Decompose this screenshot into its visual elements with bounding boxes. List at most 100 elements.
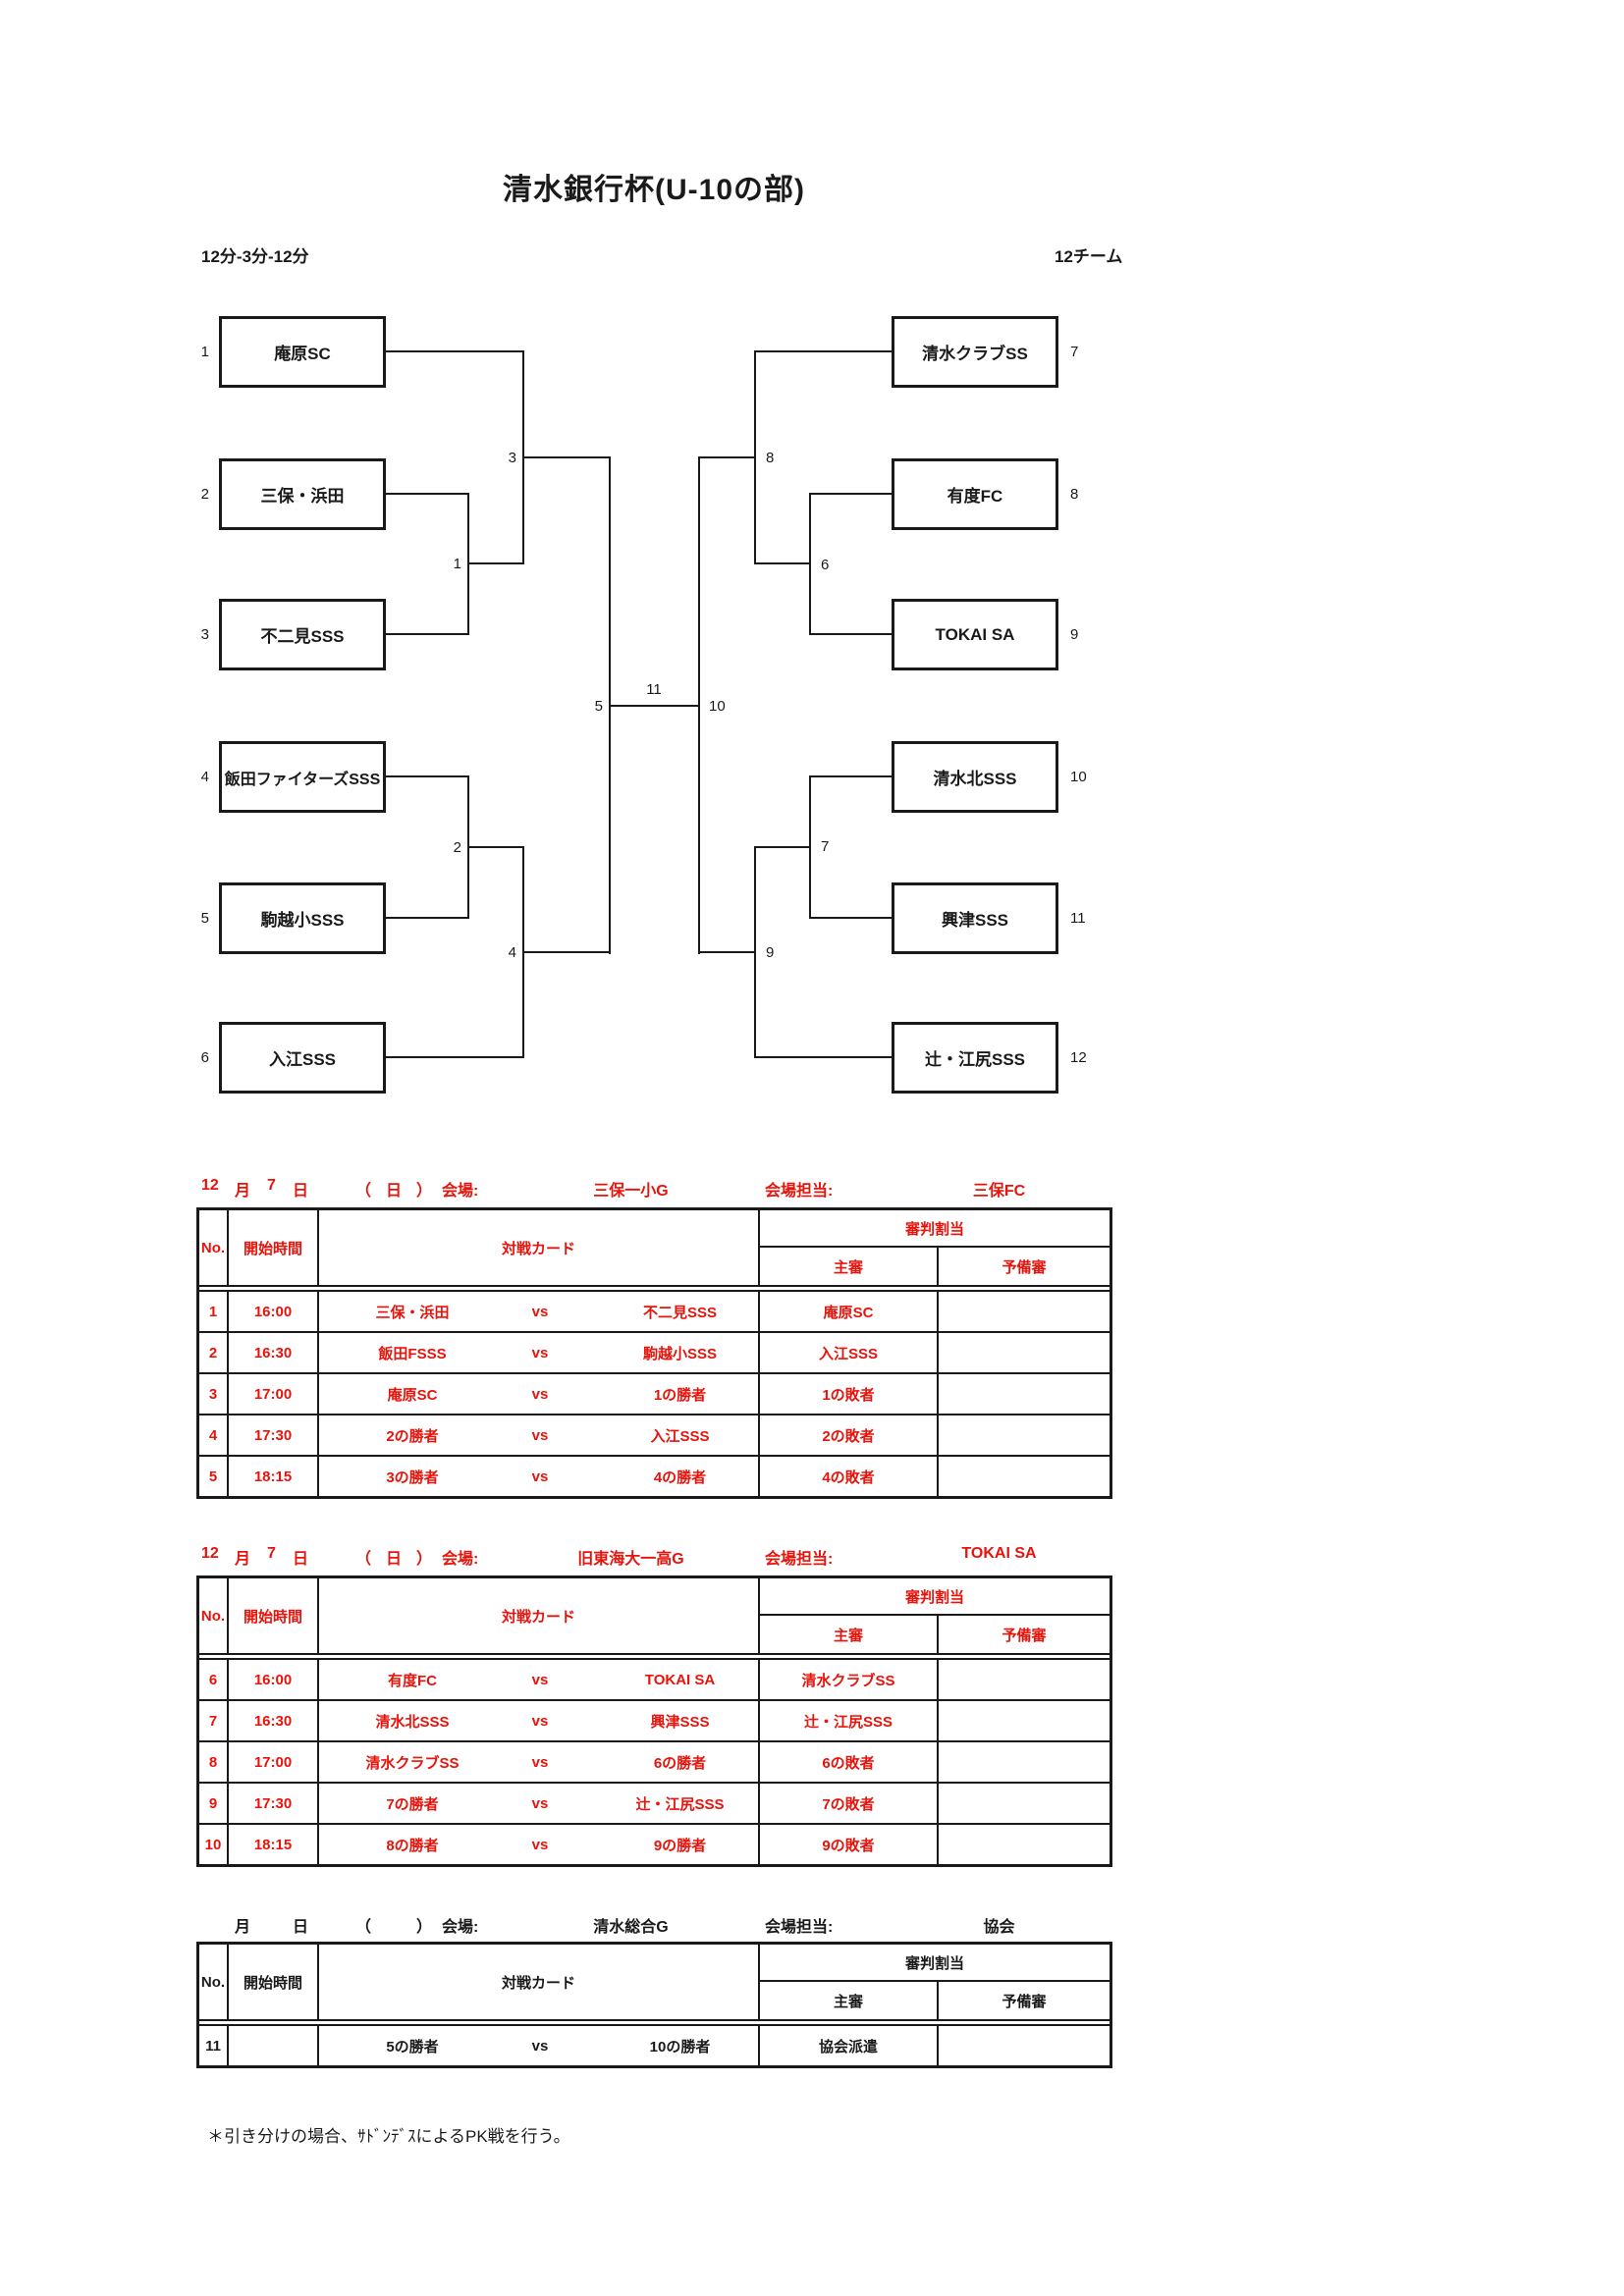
cell-no: 2 <box>199 1333 229 1372</box>
header-time: 開始時間 <box>229 1578 319 1653</box>
bracket-line <box>386 493 468 495</box>
bracket-line <box>467 562 523 564</box>
cell-reserve-referee <box>939 1292 1110 1331</box>
match-number: 9 <box>766 943 775 961</box>
cell-reserve-referee <box>939 1742 1110 1782</box>
cell-reserve-referee <box>939 1333 1110 1372</box>
cell-reserve-referee <box>939 1825 1110 1864</box>
bracket-line <box>755 562 811 564</box>
bracket-line <box>386 775 468 777</box>
seed-number: 5 <box>200 909 209 927</box>
cell-vs: vs <box>531 1712 549 1730</box>
team-box: 庵原SC <box>219 316 386 388</box>
cell-team1: 飯田FSSS <box>378 1345 447 1362</box>
header-divider <box>199 1285 1110 1292</box>
caption-day: 日 <box>293 1919 309 1936</box>
cell-card: 飯田FSSS vs 駒越小SSS <box>319 1333 760 1372</box>
bracket-line <box>386 917 468 919</box>
cell-time: 17:00 <box>229 1742 319 1782</box>
match-number: 5 <box>594 697 603 715</box>
team-box: 不二見SSS <box>219 599 386 670</box>
seed-number: 11 <box>1070 909 1086 927</box>
caption-venue-label: 会場: <box>442 1183 479 1200</box>
header-time: 開始時間 <box>229 1945 319 2019</box>
cell-no: 7 <box>199 1701 229 1740</box>
seed-number: 3 <box>200 625 209 643</box>
bracket-line <box>755 1056 892 1058</box>
cell-team1: 5の勝者 <box>386 2038 439 2056</box>
cell-team2: 6の勝者 <box>653 1754 707 1772</box>
match-number: 10 <box>709 697 726 715</box>
caption-manager: 協会 <box>983 1919 1015 1936</box>
header-time: 開始時間 <box>229 1210 319 1285</box>
cell-team2: TOKAI SA <box>644 1671 716 1688</box>
caption-manager-label: 会場担当: <box>765 1919 834 1936</box>
team-box: TOKAI SA <box>892 599 1058 670</box>
cell-chief-referee: 1の敗者 <box>760 1374 939 1414</box>
cell-reserve-referee <box>939 1701 1110 1740</box>
match-number: 1 <box>453 555 461 572</box>
cell-reserve-referee <box>939 1415 1110 1455</box>
caption-manager-label: 会場担当: <box>765 1551 834 1568</box>
cell-team1: 3の勝者 <box>386 1468 439 1486</box>
team-box: 飯田ファイターズSSS <box>219 741 386 813</box>
team-box: 辻・江尻SSS <box>892 1022 1058 1094</box>
match-number: 8 <box>766 449 775 466</box>
bracket-line <box>522 456 610 458</box>
cell-reserve-referee <box>939 1784 1110 1823</box>
bracket-line <box>386 1056 523 1058</box>
bracket-line <box>810 775 892 777</box>
header-referee-group: 審判割当 <box>760 1210 1110 1248</box>
caption-month-num: 12 <box>201 1545 219 1562</box>
cell-no: 6 <box>199 1660 229 1699</box>
table-header: No. 開始時間 対戦カード 審判割当 主審 予備審 <box>199 1578 1110 1653</box>
cell-chief-referee: 9の敗者 <box>760 1825 939 1864</box>
match-format-note: 12分-3分-12分 <box>201 247 309 266</box>
cell-reserve-referee <box>939 2026 1110 2065</box>
caption-day: 日 <box>293 1551 309 1568</box>
caption-manager-label: 会場担当: <box>765 1183 834 1200</box>
cell-vs: vs <box>531 1671 549 1688</box>
cell-vs: vs <box>531 1344 549 1362</box>
schedule-caption-2: 12 月 7 日 （ 日 ） 会場: 旧東海大一高G 会場担当: TOKAI S… <box>0 1545 1624 1568</box>
cell-chief-referee: 清水クラブSS <box>760 1660 939 1699</box>
bracket-line <box>810 493 892 495</box>
match-number: 2 <box>453 838 461 856</box>
cell-chief-referee: 入江SSS <box>760 1333 939 1372</box>
cell-chief-referee: 7の敗者 <box>760 1784 939 1823</box>
header-reserve-referee: 予備審 <box>1001 1993 1047 2010</box>
caption-paren-close: ） <box>416 1551 433 1568</box>
schedule-caption-3: 月 日 （ ） 会場: 清水総合G 会場担当: 協会 <box>0 1913 1624 1936</box>
caption-venue-label: 会場: <box>442 1551 479 1568</box>
cell-team1: 三保・浜田 <box>375 1304 450 1321</box>
cell-team2: 駒越小SSS <box>642 1345 717 1362</box>
seed-number: 4 <box>200 768 209 785</box>
caption-day-num: 7 <box>267 1177 276 1194</box>
match-number: 4 <box>508 943 516 961</box>
header-referee-group: 審判割当 <box>760 1945 1110 1982</box>
cell-vs: vs <box>531 1385 549 1403</box>
team-box: 入江SSS <box>219 1022 386 1094</box>
caption-paren-open: （ <box>355 1919 372 1936</box>
header-chief-referee: 主審 <box>760 1616 939 1653</box>
header-chief-referee: 主審 <box>760 1248 939 1285</box>
seed-number: 2 <box>200 485 209 503</box>
caption-weekday: 日 <box>386 1183 403 1200</box>
cell-vs: vs <box>531 1468 549 1485</box>
caption-manager: TOKAI SA <box>961 1545 1037 1562</box>
cell-time: 18:15 <box>229 1457 319 1496</box>
cell-vs: vs <box>531 1426 549 1444</box>
cell-reserve-referee <box>939 1374 1110 1414</box>
bracket-line <box>699 951 755 953</box>
